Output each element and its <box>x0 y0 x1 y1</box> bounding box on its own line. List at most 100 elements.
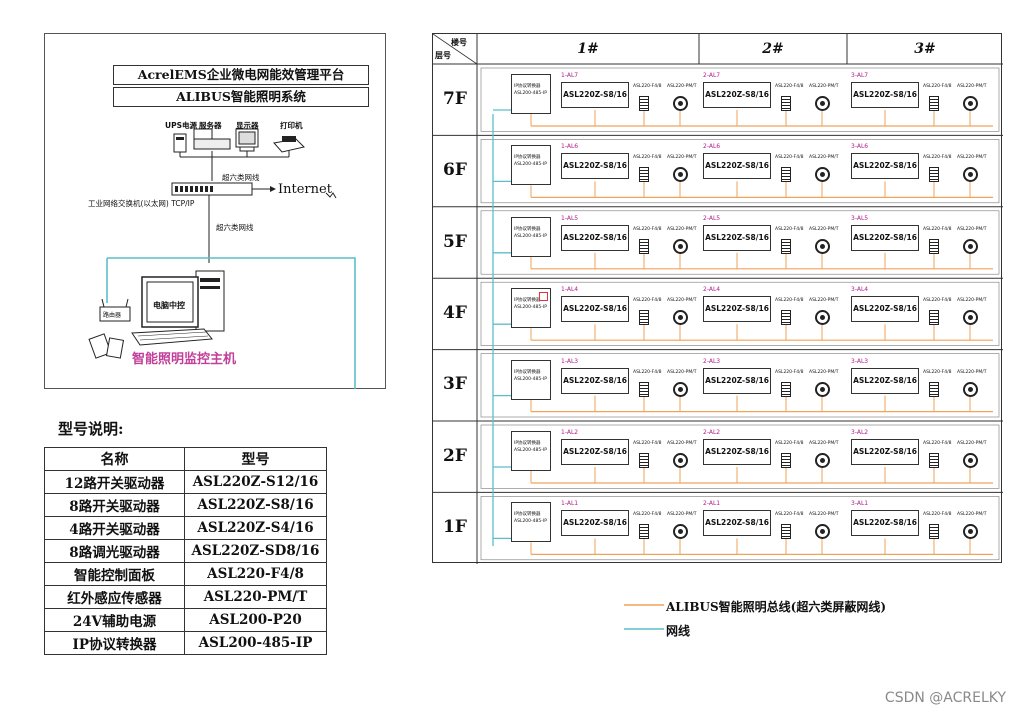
panel-model-label: ASL220-F4/8 <box>633 84 662 89</box>
circuit-label: 2-AL6 <box>703 143 721 151</box>
infrared-sensor-icon <box>963 453 978 468</box>
switch-driver: ASL220Z-S8/16 <box>561 153 629 180</box>
corner-building-label: 楼号 <box>451 38 467 47</box>
cell-model: ASL220Z-S12/16 <box>184 470 327 494</box>
control-panel-icon <box>781 96 791 111</box>
switch-driver: ASL220Z-S8/16 <box>851 510 919 537</box>
host-caption: 智能照明监控主机 <box>132 352 237 367</box>
circuit-label: 1-AL4 <box>561 286 579 294</box>
control-panel-icon <box>781 167 791 183</box>
converter-title: IP协议转换器 <box>514 369 541 375</box>
sensor-model-label: ASL220-PM/T <box>667 84 697 89</box>
converter-model: ASL200-485-IP <box>514 376 547 382</box>
sensor-model-label: ASL220-PM/T <box>809 226 839 232</box>
control-panel-icon <box>781 381 791 397</box>
sensor-model-label: ASL220-PM/T <box>957 155 987 161</box>
cell-model: ASL220Z-SD8/16 <box>184 539 327 563</box>
floor-label: 6F <box>443 160 467 181</box>
control-panel-icon <box>639 167 649 183</box>
corner-floor-label: 层号 <box>435 51 451 60</box>
switch-driver: ASL220Z-S8/16 <box>703 367 771 394</box>
converter-model: ASL200-485-IP <box>514 305 547 311</box>
circuit-label: 3-AL6 <box>851 143 869 151</box>
cable-label-2: 超六类网线 <box>216 223 254 232</box>
sensor-model-label: ASL220-PM/T <box>809 441 839 446</box>
panel-model-label: ASL220-F4/8 <box>775 155 804 161</box>
panel-model-label: ASL220-F4/8 <box>775 369 804 375</box>
switch-driver: ASL220Z-S8/16 <box>851 153 919 180</box>
panel-model-label: ASL220-F4/8 <box>633 369 662 375</box>
infrared-sensor-icon <box>673 238 688 254</box>
converter-title: IP协议转换器 <box>514 84 541 89</box>
cell-name: 红外感应传感器 <box>44 585 185 609</box>
system-title: ALIBUS智能照明系统 <box>113 87 369 107</box>
converter-model: ASL200-485-IP <box>514 519 547 525</box>
control-panel-icon <box>929 453 939 468</box>
circuit-label: 1-AL7 <box>561 72 579 79</box>
infrared-sensor-icon <box>963 167 978 183</box>
converter-model: ASL200-485-IP <box>514 162 547 168</box>
circuit-label: 2-AL2 <box>703 429 721 436</box>
switch-driver: ASL220Z-S8/16 <box>561 439 629 465</box>
sensor-model-label: ASL220-PM/T <box>667 441 697 446</box>
printer-label: 打印机 <box>280 121 303 130</box>
infrared-sensor-icon <box>815 524 830 540</box>
platform-title: AcrelEMS企业微电网能效管理平台 <box>113 65 369 85</box>
switch-driver: ASL220Z-S8/16 <box>561 82 629 108</box>
panel-model-label: ASL220-F4/8 <box>633 441 662 446</box>
switch-driver: ASL220Z-S8/16 <box>851 439 919 465</box>
infrared-sensor-icon <box>815 238 830 254</box>
cell-name: 8路调光驱动器 <box>44 539 185 563</box>
control-panel-icon <box>929 381 939 397</box>
host-panel: AcrelEMS企业微电网能效管理平台 ALIBUS智能照明系统 <box>44 33 386 389</box>
sensor-model-label: ASL220-PM/T <box>667 369 697 375</box>
host-network-drawing <box>88 128 356 389</box>
sensor-model-label: ASL220-PM/T <box>667 512 697 518</box>
converter-model: ASL200-485-IP <box>514 91 547 96</box>
converter-title: IP协议转换器 <box>514 226 541 232</box>
sensor-model-label: ASL220-PM/T <box>809 369 839 375</box>
legend-bus-label: ALIBUS智能照明总线(超六类屏蔽网线) <box>666 600 886 614</box>
infrared-sensor-icon <box>815 381 830 397</box>
sensor-model-label: ASL220-PM/T <box>809 84 839 89</box>
control-panel-icon <box>929 167 939 183</box>
switch-driver: ASL220Z-S8/16 <box>561 367 629 394</box>
corner-diagonal <box>433 34 478 65</box>
sensor-model-label: ASL220-PM/T <box>957 226 987 232</box>
panel-model-label: ASL220-F4/8 <box>633 155 662 161</box>
control-panel-icon <box>929 238 939 254</box>
infrared-sensor-icon <box>673 524 688 540</box>
sensor-model-label: ASL220-PM/T <box>667 298 697 304</box>
infrared-sensor-icon <box>963 310 978 326</box>
switch-driver: ASL220Z-S8/16 <box>703 296 771 323</box>
cable-label-1: 超六类网线 <box>222 173 260 182</box>
control-panel-icon <box>639 238 649 254</box>
floor-area <box>480 139 1000 204</box>
circuit-label: 1-AL6 <box>561 143 579 151</box>
infrared-sensor-icon <box>963 96 978 111</box>
floor-label: 1F <box>443 517 467 538</box>
sensor-model-label: ASL220-PM/T <box>809 298 839 304</box>
infrared-sensor-icon <box>815 453 830 468</box>
circuit-label: 1-AL3 <box>561 357 579 365</box>
switch-driver: ASL220Z-S8/16 <box>703 82 771 108</box>
panel-model-label: ASL220-F4/8 <box>923 369 952 375</box>
legend-swatches <box>624 604 664 630</box>
panel-model-label: ASL220-F4/8 <box>923 84 952 89</box>
switch-driver: ASL220Z-S8/16 <box>851 82 919 108</box>
floor-label: 2F <box>443 445 467 466</box>
sensor-model-label: ASL220-PM/T <box>957 512 987 518</box>
circuit-label: 2-AL5 <box>703 214 721 222</box>
circuit-label: 1-AL2 <box>561 429 579 436</box>
infrared-sensor-icon <box>963 381 978 397</box>
header-model: 型号 <box>184 447 327 471</box>
panel-model-label: ASL220-F4/8 <box>775 298 804 304</box>
